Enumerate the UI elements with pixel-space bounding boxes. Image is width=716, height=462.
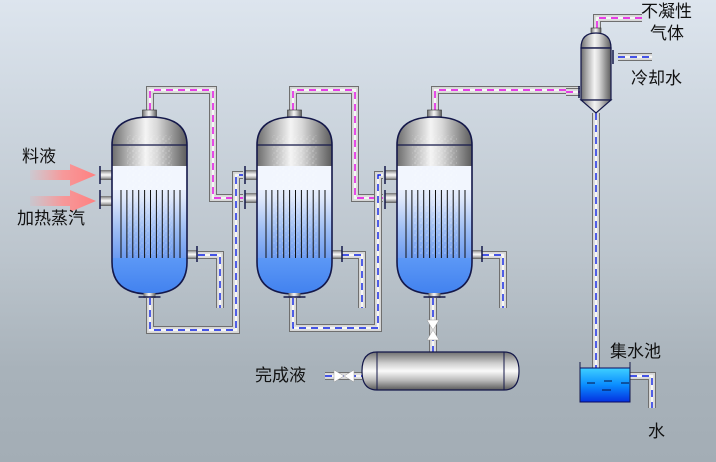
evaporator-1 — [99, 109, 198, 298]
collecting-tank-label: 集水池 — [610, 342, 661, 362]
bottom-outlet — [428, 293, 441, 298]
noncondensable-gas-pipe — [593, 14, 642, 28]
cooling-water-label: 冷却水 — [631, 69, 682, 89]
heating-steam-label: 加热蒸汽 — [17, 209, 85, 229]
bottom-outlet — [143, 293, 156, 298]
liquid-pipe-2-to-3 — [289, 171, 383, 332]
evaporator-shell — [396, 116, 473, 295]
condenser — [578, 27, 614, 114]
steam-nozzle — [245, 193, 257, 203]
bottom-outlet — [288, 293, 301, 298]
vapor-pipe-2-to-3 — [289, 86, 383, 202]
noncondensable-gas-label-2: 气体 — [650, 24, 684, 44]
condensate-nozzle — [332, 250, 342, 259]
steam-nozzle — [385, 193, 397, 203]
product-valve[interactable] — [426, 319, 440, 341]
evaporator-group — [99, 109, 483, 298]
evaporator-2 — [244, 109, 343, 298]
vapor-pipe-1-to-2 — [146, 86, 243, 202]
condensate-nozzle — [187, 250, 197, 259]
condensate-pipe-3 — [482, 251, 507, 308]
steam-nozzle — [100, 196, 112, 206]
condensate-nozzle — [472, 250, 482, 259]
condensate-pipe-1 — [198, 251, 224, 308]
liquid-level — [112, 258, 187, 294]
liquid-pipe-1-to-2 — [146, 171, 243, 334]
feed-label: 料液 — [22, 147, 56, 167]
product-label: 完成液 — [255, 366, 306, 386]
liquid-level — [257, 258, 332, 294]
water-label: 水 — [648, 422, 665, 442]
liquid-level — [397, 258, 472, 294]
product-tank — [361, 351, 520, 391]
feed-arrow — [30, 164, 96, 186]
evaporator-shell — [111, 116, 188, 295]
vapor-pipe-3-to-condenser — [431, 86, 580, 110]
evaporator-3 — [384, 109, 483, 298]
feed-nozzle — [100, 170, 112, 180]
feed-nozzle — [245, 170, 257, 180]
steam-arrow — [30, 190, 96, 212]
noncondensable-gas-label-1: 不凝性 — [641, 2, 692, 22]
water-outlet-pipe — [630, 372, 656, 408]
condensate-pipe-2 — [342, 251, 366, 308]
collecting-tank — [579, 362, 631, 403]
discharge-valve[interactable] — [333, 369, 355, 383]
feed-nozzle — [385, 170, 397, 180]
evaporator-shell — [256, 116, 333, 295]
